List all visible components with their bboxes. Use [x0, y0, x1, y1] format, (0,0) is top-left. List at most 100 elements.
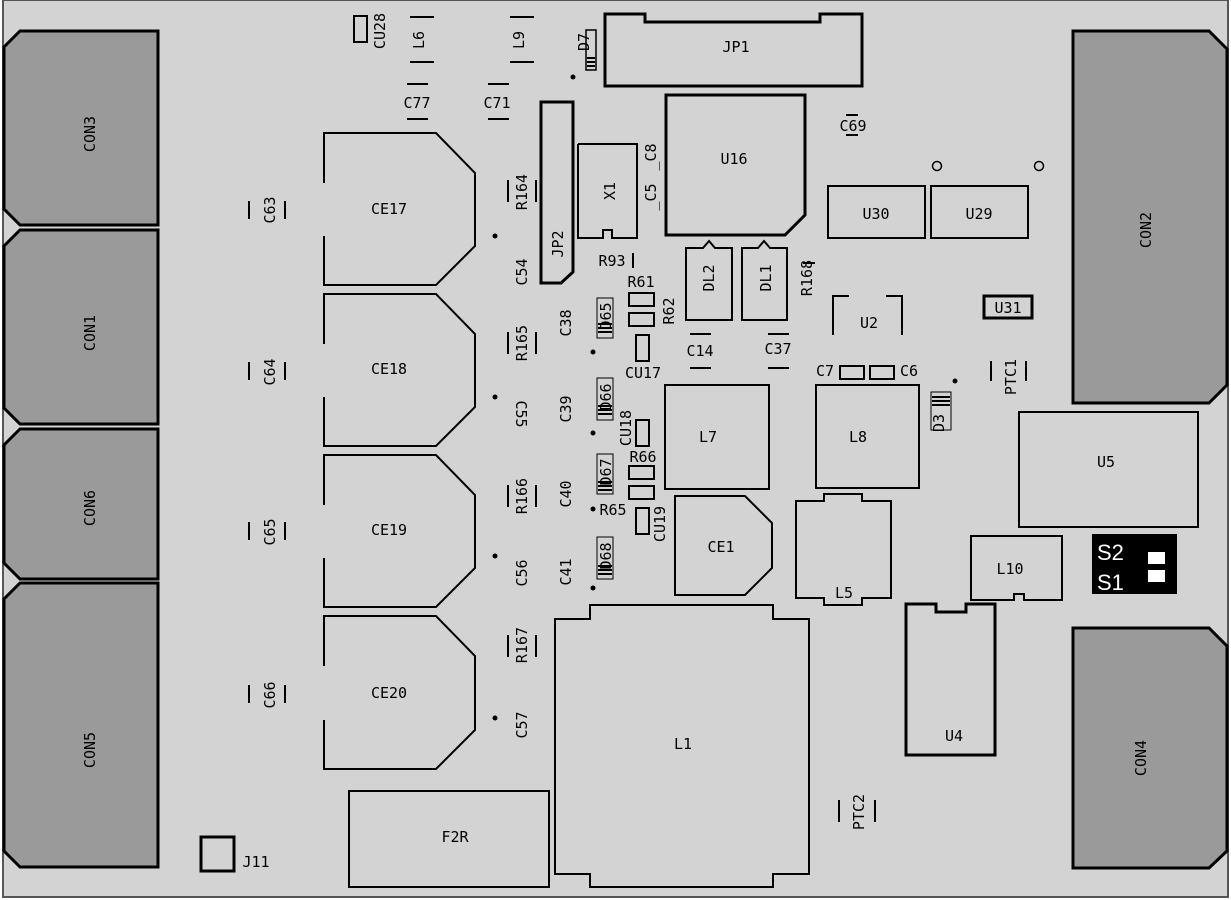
cu17-label: CU17	[625, 364, 661, 382]
c6-label: C6	[900, 362, 918, 380]
jumper-j11: J11	[199, 835, 270, 873]
connector-con3: CON3	[2, 29, 160, 227]
jp2-label: JP2	[549, 230, 567, 257]
dip-switch: S2 S1	[1092, 534, 1177, 595]
c5-label: _C5	[642, 183, 660, 210]
cap-c55: C55	[512, 400, 530, 427]
u29-label: U29	[965, 205, 992, 223]
c57-label: C57	[513, 711, 531, 738]
cap-c38: C38	[557, 309, 575, 336]
ce18-label: CE18	[371, 360, 407, 378]
cap-c14: C14	[686, 333, 714, 369]
con1-label: CON1	[81, 315, 99, 351]
ptc-ptc1: PTC1	[990, 359, 1027, 395]
cap-c71: C71	[483, 83, 511, 120]
ic-u2: U2	[832, 295, 903, 335]
ic-u30: U30	[827, 185, 926, 239]
ptc1-label: PTC1	[1002, 359, 1020, 395]
cap-c69: C69	[839, 114, 867, 136]
cap-c65: C65	[248, 518, 286, 546]
r164-label: R164	[513, 174, 531, 210]
j11-label: J11	[242, 853, 269, 871]
d7-label: D7	[575, 33, 593, 51]
l7-label: L7	[699, 428, 717, 446]
l9-label: L9	[510, 31, 528, 49]
cap-c56: C56	[513, 559, 531, 586]
diode-d66: D66	[590, 377, 615, 436]
ic-u29: U29	[930, 185, 1029, 239]
ce1-label: CE1	[707, 538, 734, 556]
cap-c77: C77	[403, 83, 431, 120]
u31-label: U31	[994, 299, 1021, 317]
header-jp1: JP1	[603, 12, 864, 88]
diode-d67: D67	[590, 453, 615, 512]
inductor-l1: L1	[554, 604, 810, 888]
res-r164: R164	[507, 174, 537, 210]
c37-label: C37	[764, 340, 791, 358]
con3-label: CON3	[81, 116, 99, 152]
c8-label: _C8	[642, 143, 660, 170]
r167-label: R167	[513, 627, 531, 663]
ptc-ptc2: PTC2	[838, 794, 876, 830]
ecap-ce18: CE18	[323, 293, 498, 447]
f2r-label: F2R	[441, 828, 469, 846]
res-r166: R166	[507, 478, 537, 514]
cap-c41: C41	[557, 558, 575, 585]
crystal-x1: X1	[577, 143, 638, 239]
c77-label: C77	[403, 94, 430, 112]
led-dl1: DL1	[741, 239, 788, 321]
r93-label: R93	[598, 252, 625, 270]
ce17-label: CE17	[371, 200, 407, 218]
c69-label: C69	[839, 117, 866, 135]
l5-label: L5	[835, 584, 853, 602]
cap-c8: _C8	[642, 143, 660, 170]
c64-label: C64	[261, 358, 279, 385]
dl1-label: DL1	[757, 264, 775, 291]
cap-c5: _C5	[642, 183, 660, 210]
res-r93: R93	[598, 252, 634, 270]
r166-label: R166	[513, 478, 531, 514]
l8-label: L8	[849, 428, 867, 446]
ecap-ce20: CE20	[323, 615, 498, 770]
c65-label: C65	[261, 518, 279, 545]
diode-d65: D65	[590, 297, 615, 355]
c63-label: C63	[261, 196, 279, 223]
cap-c64: C64	[248, 358, 286, 386]
connector-con4: CON4	[1071, 626, 1229, 870]
con5-label: CON5	[81, 732, 99, 768]
c38-label: C38	[557, 309, 575, 336]
c14-label: C14	[686, 342, 713, 360]
diode-d3: D3	[930, 378, 958, 432]
diode-d7: D7	[570, 29, 597, 80]
d68-label: D68	[597, 542, 615, 569]
con2-label: CON2	[1137, 212, 1155, 248]
ic-u16: U16	[664, 93, 807, 237]
c41-label: C41	[557, 558, 575, 585]
u16-label: U16	[720, 150, 747, 168]
ecap-ce1: CE1	[674, 495, 773, 596]
inductor-l7: L7	[664, 384, 770, 490]
ecap-ce17: CE17	[323, 132, 498, 286]
cap-c39: C39	[557, 395, 575, 422]
connector-con6: CON6	[2, 427, 160, 581]
res-r66: R66	[628, 448, 657, 500]
r62-label: R62	[660, 297, 678, 324]
res-r65: R65	[599, 501, 626, 519]
cap-c7: C7	[816, 362, 865, 380]
u4-label: U4	[945, 727, 963, 745]
ce19-label: CE19	[371, 521, 407, 539]
connector-con1: CON1	[2, 228, 160, 426]
header-jp2: JP2	[539, 100, 575, 285]
u2-label: U2	[860, 314, 878, 332]
r61-label: R61	[627, 273, 654, 291]
connector-con2: CON2	[1071, 29, 1229, 405]
l6-label: L6	[410, 31, 428, 49]
cap-c40: C40	[557, 480, 575, 507]
r165-label: R165	[513, 325, 531, 361]
ecap-ce19: CE19	[323, 454, 498, 608]
s2-label: S2	[1097, 540, 1124, 565]
led-dl2: DL2	[685, 239, 733, 321]
r66-label: R66	[629, 448, 656, 466]
cap-c66: C66	[248, 681, 286, 709]
